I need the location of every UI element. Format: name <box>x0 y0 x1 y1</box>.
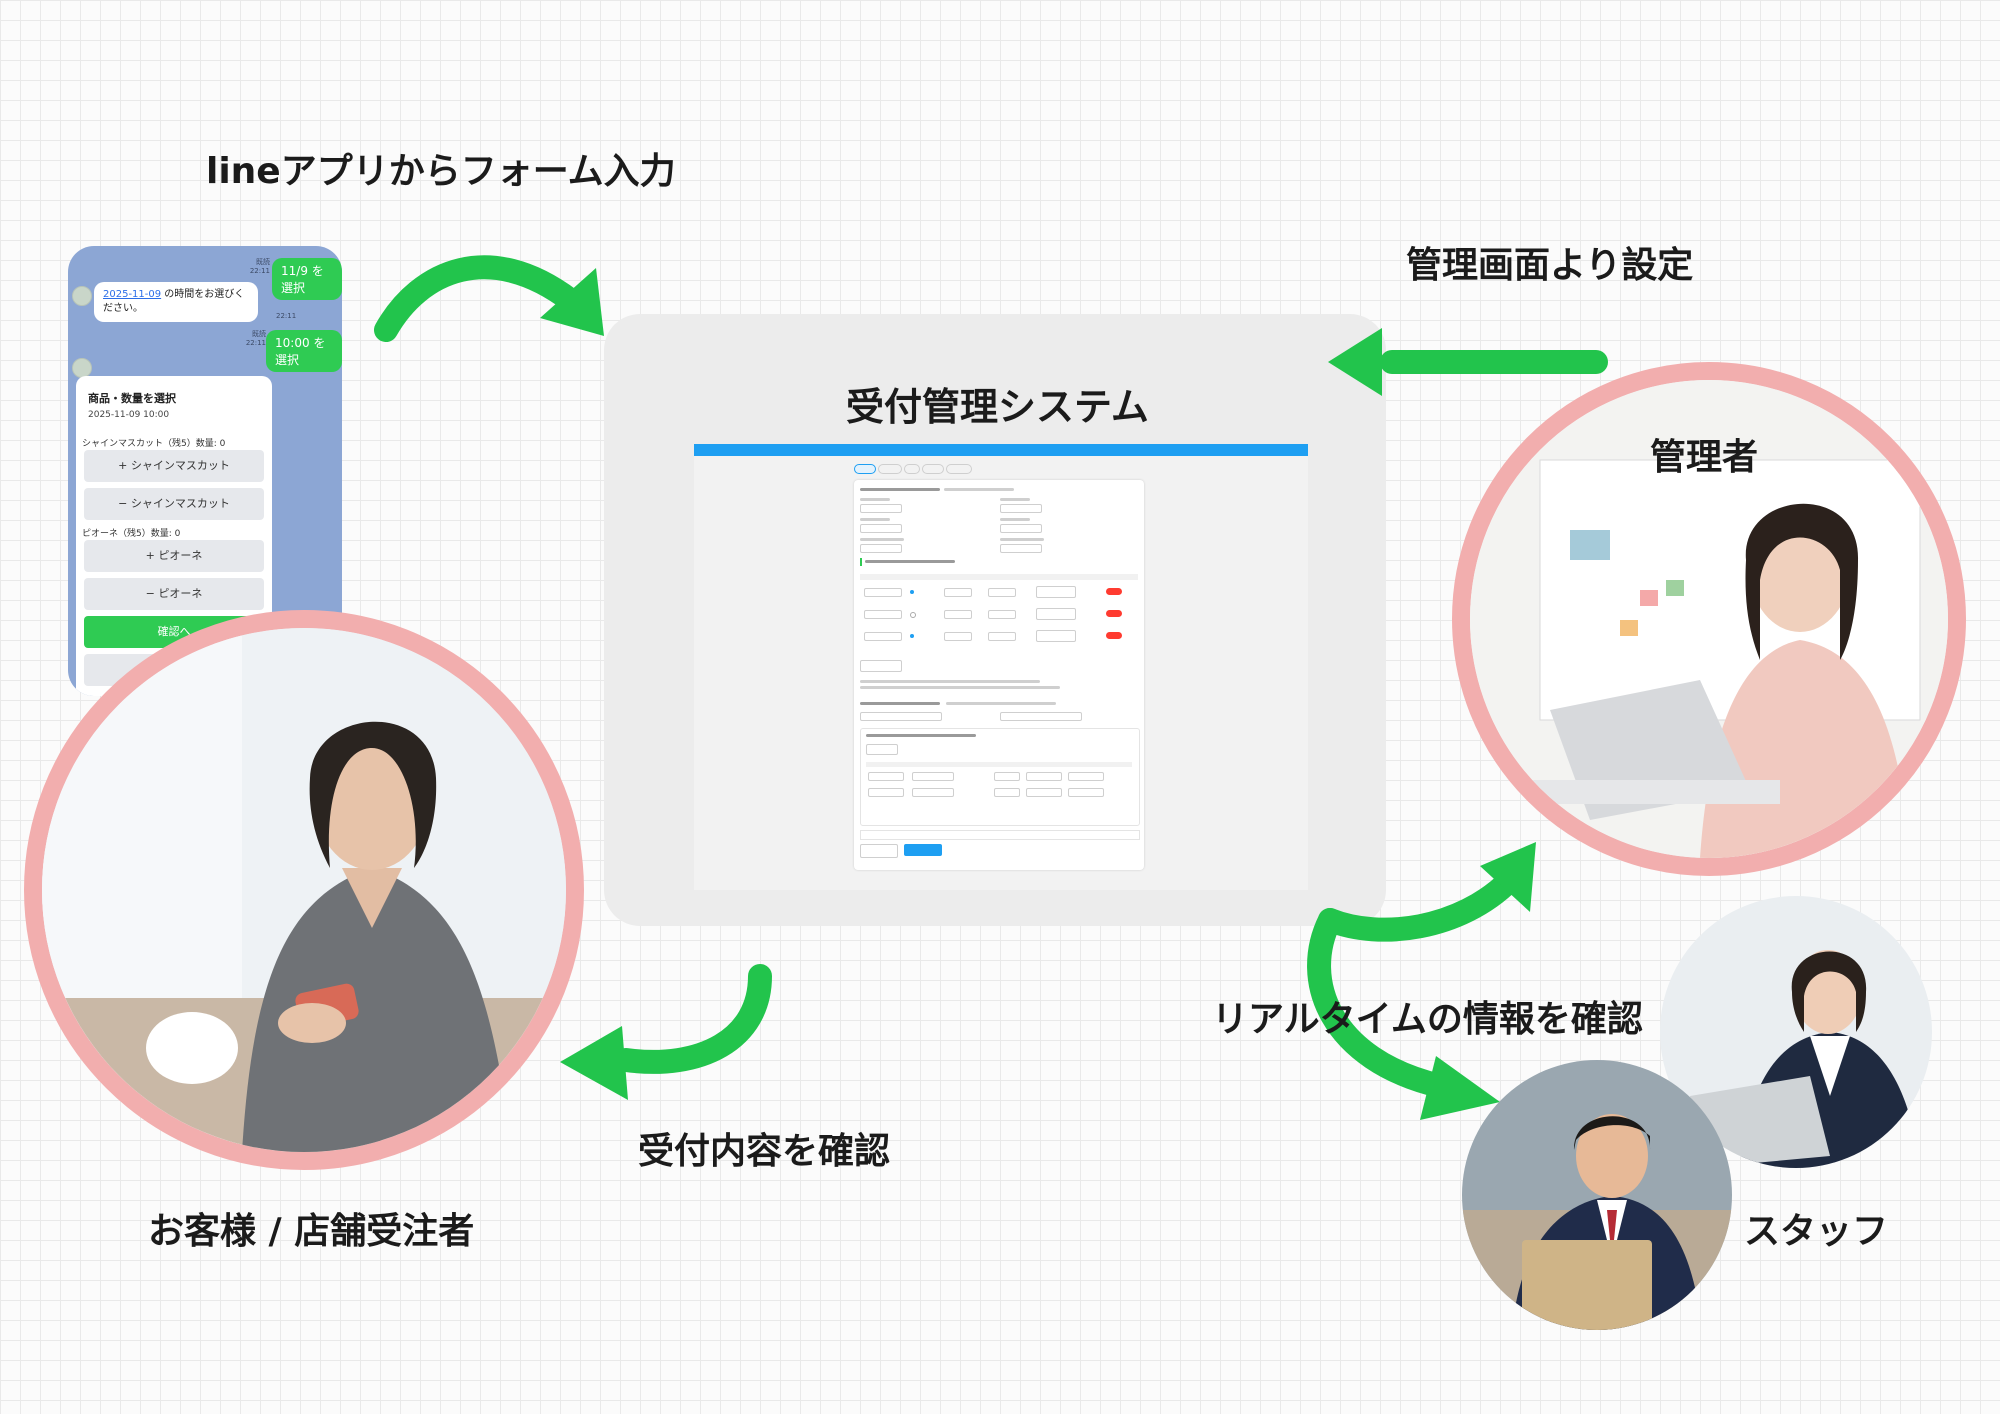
admin-header-bar <box>694 444 1308 456</box>
card-datetime: 2025-11-09 10:00 <box>88 410 170 420</box>
arrowhead <box>1328 328 1382 396</box>
arrowhead <box>560 1026 628 1100</box>
arrowhead <box>540 268 604 336</box>
arrowhead <box>1480 842 1536 912</box>
admin-tabs <box>854 464 1154 474</box>
staff-label: スタッフ <box>1744 1211 1889 1252</box>
add-item-button[interactable]: + シャインマスカット <box>84 450 264 482</box>
chat-bubble-date-selected: 11/9 を選択 <box>272 258 342 300</box>
chat-bubble-time-prompt: 2025-11-09 の時間をお選びください。 <box>94 282 258 322</box>
remove-item-button[interactable]: − シャインマスカット <box>84 488 264 520</box>
arrow-system-to-admin <box>1318 868 1522 942</box>
message-time: 22:11 <box>276 312 297 320</box>
admin-label: 管理者 <box>1650 437 1759 478</box>
chat-prompt-text: の時間をお選びください。 <box>103 289 245 314</box>
add-item-button[interactable]: + ピオーネ <box>84 540 264 572</box>
arrowhead <box>1420 1056 1500 1120</box>
admin-settings-card <box>854 480 1144 870</box>
arrow-system-to-customer <box>614 964 772 1074</box>
admin-photo <box>1470 380 1948 858</box>
chat-date-link[interactable]: 2025-11-09 <box>103 289 162 300</box>
read-label: 既読 <box>256 258 270 266</box>
confirm-caption: 受付内容を確認 <box>638 1131 891 1172</box>
admin-setting-caption: 管理画面より設定 <box>1406 245 1694 286</box>
bot-avatar <box>72 286 92 306</box>
product-select-card: 商品・数量を選択 2025-11-09 10:00 シャインマスカット（残5）数… <box>76 376 272 696</box>
customer-label: お客様 / 店舗受注者 <box>148 1211 475 1252</box>
item-label: ピオーネ（残5）数量: 0 <box>82 529 181 539</box>
staff-photo-woman <box>1660 896 1932 1168</box>
item-label: シャインマスカット（残5）数量: 0 <box>82 439 226 449</box>
arrow-line-to-system <box>374 255 582 342</box>
chat-bubble-time-selected: 10:00 を選択 <box>266 330 342 372</box>
realtime-caption: リアルタイムの情報を確認 <box>1212 999 1643 1040</box>
admin-screen-thumbnail <box>694 444 1308 890</box>
card-title: 商品・数量を選択 <box>88 392 176 405</box>
message-time: 22:11 <box>245 339 266 347</box>
read-label: 既読 <box>252 330 266 338</box>
admin-photo-circle <box>1452 362 1966 876</box>
system-title: 受付管理システム <box>846 385 1149 429</box>
line-form-caption: lineアプリからフォーム入力 <box>206 151 676 192</box>
remove-item-button[interactable]: − ピオーネ <box>84 578 264 610</box>
message-time: 22:11 <box>249 267 270 275</box>
arrow-system-to-staff <box>1307 908 1452 1098</box>
